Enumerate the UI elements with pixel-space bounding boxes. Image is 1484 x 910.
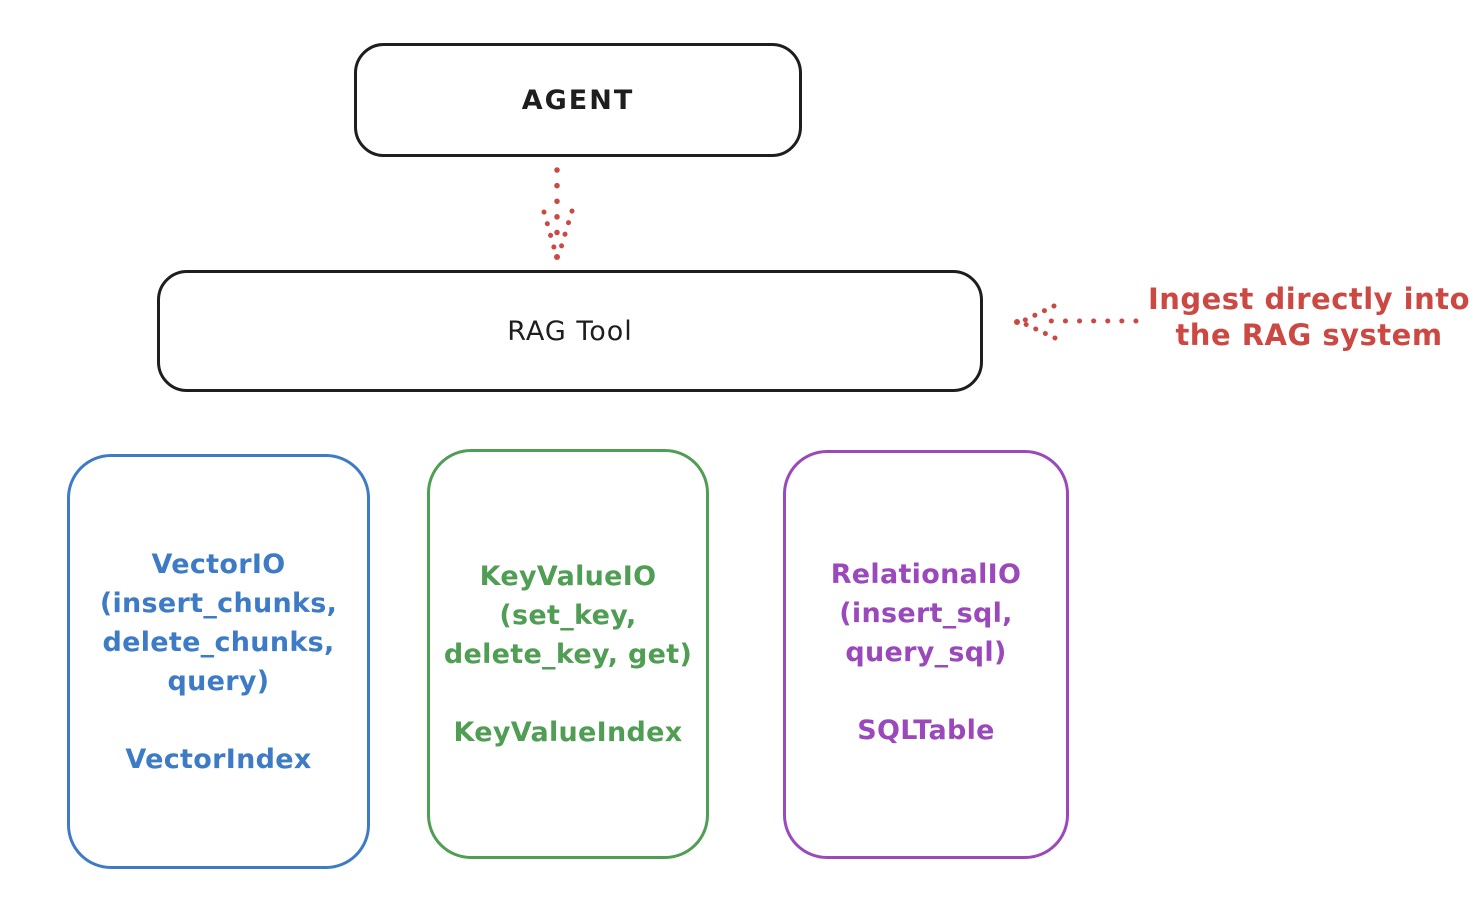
- ingest-annotation-line1: Ingest directly into: [1147, 282, 1471, 316]
- rag-tool-label: RAG Tool: [507, 315, 633, 347]
- vector-io-line: delete_chunks,: [102, 627, 335, 658]
- keyvalue-index-label: KeyValueIndex: [453, 717, 683, 748]
- relational-io-title: RelationalIO: [830, 559, 1022, 590]
- agent-node: AGENT: [354, 43, 802, 157]
- annotation-to-ragtool-arrow: [1014, 303, 1139, 341]
- keyvalue-io-box: KeyValueIO (set_key, delete_key, get) Ke…: [427, 449, 709, 859]
- keyvalue-io-title: KeyValueIO: [479, 561, 657, 592]
- sql-table-label: SQLTable: [857, 715, 995, 746]
- relational-io-box: RelationalIO (insert_sql, query_sql) SQL…: [783, 450, 1069, 859]
- ingest-annotation-line2: the RAG system: [1175, 318, 1443, 352]
- keyvalue-io-text: KeyValueIO (set_key, delete_key, get) Ke…: [430, 557, 706, 752]
- relational-io-spacer: [786, 672, 1066, 711]
- keyvalue-io-line: delete_key, get): [443, 639, 693, 670]
- vector-io-line: (insert_chunks,: [99, 588, 338, 619]
- keyvalue-io-line: (set_key,: [499, 600, 637, 631]
- vector-io-line: query): [167, 666, 270, 697]
- relational-io-text: RelationalIO (insert_sql, query_sql) SQL…: [786, 555, 1066, 750]
- vector-io-title: VectorIO: [151, 549, 286, 580]
- relational-io-line: (insert_sql,: [839, 598, 1013, 629]
- rag-tool-node: RAG Tool: [157, 270, 983, 392]
- agent-label: AGENT: [521, 84, 635, 116]
- vector-io-spacer: [70, 701, 367, 740]
- vector-io-text: VectorIO (insert_chunks, delete_chunks, …: [70, 545, 367, 779]
- ingest-annotation: Ingest directly into the RAG system: [1138, 281, 1480, 353]
- vector-index-label: VectorIndex: [125, 744, 312, 775]
- relational-io-line: query_sql): [845, 637, 1007, 668]
- agent-to-ragtool-arrow: [541, 167, 575, 260]
- keyvalue-io-spacer: [430, 674, 706, 713]
- vector-io-box: VectorIO (insert_chunks, delete_chunks, …: [67, 454, 370, 869]
